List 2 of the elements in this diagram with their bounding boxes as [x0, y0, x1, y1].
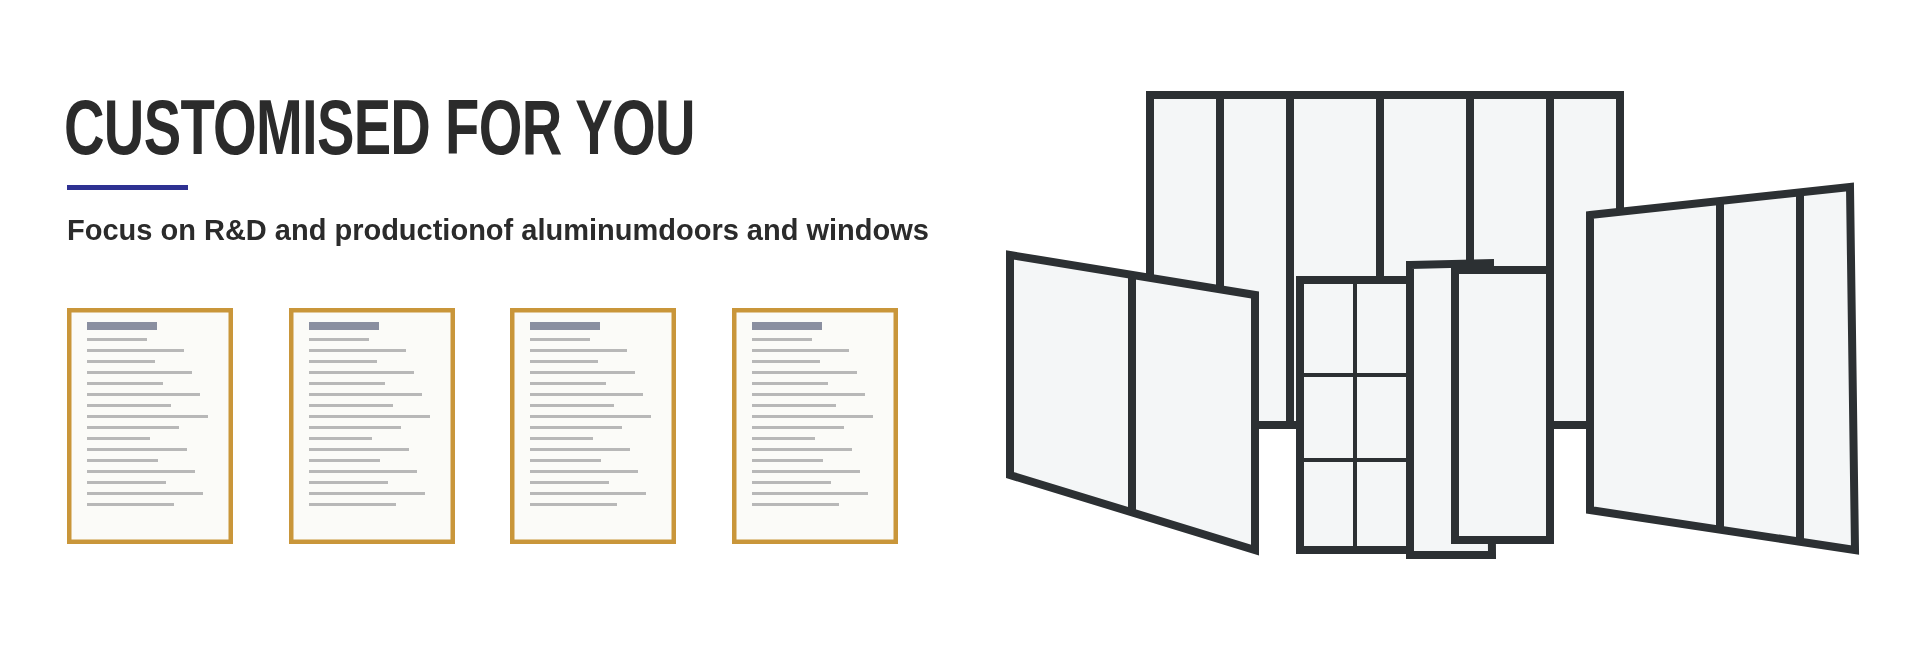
subheading: Focus on R&D and productionof aluminumdoors and windows — [67, 214, 929, 247]
heading: CUSTOMISED FOR YOU — [64, 88, 695, 166]
